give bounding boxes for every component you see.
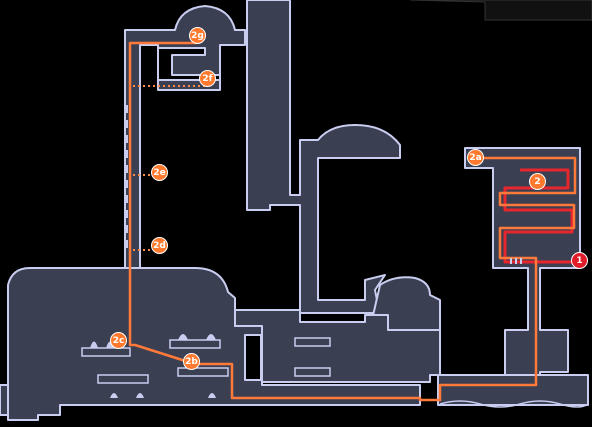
marker-2a[interactable]: 2a [467,149,484,166]
marker-2f[interactable]: 2f [199,70,216,87]
marker-2[interactable]: 2 [529,173,546,190]
floor-wave [439,400,589,408]
cavern-spikes [90,334,216,398]
cavern-ledge-upper [169,339,221,349]
top-right-frame [409,0,592,21]
bottom-left-strip [0,384,9,416]
route-orange-zigzag [128,41,577,402]
central-shaft [246,0,401,314]
marker-1[interactable]: 1 [571,252,588,269]
bottom-right-floor [437,374,589,406]
marker-2b[interactable]: 2b [183,353,200,370]
cavern-ledge-2b [177,367,229,377]
cavern-ledge-2c [81,347,131,357]
hall-ledge-1 [294,337,331,347]
cavern-ledge-low [97,374,149,384]
right-tower-dashes [510,258,522,264]
hall-pit [244,334,262,381]
marker-2e[interactable]: 2e [151,164,168,181]
tower-dashes [124,105,128,248]
marker-2d[interactable]: 2d [151,237,168,254]
upper-left-room [124,5,246,271]
route-red-zigzag [503,168,578,264]
hall-ledge-2 [294,367,331,377]
marker-2g[interactable]: 2g [189,27,206,44]
marker-2c[interactable]: 2c [110,332,127,349]
